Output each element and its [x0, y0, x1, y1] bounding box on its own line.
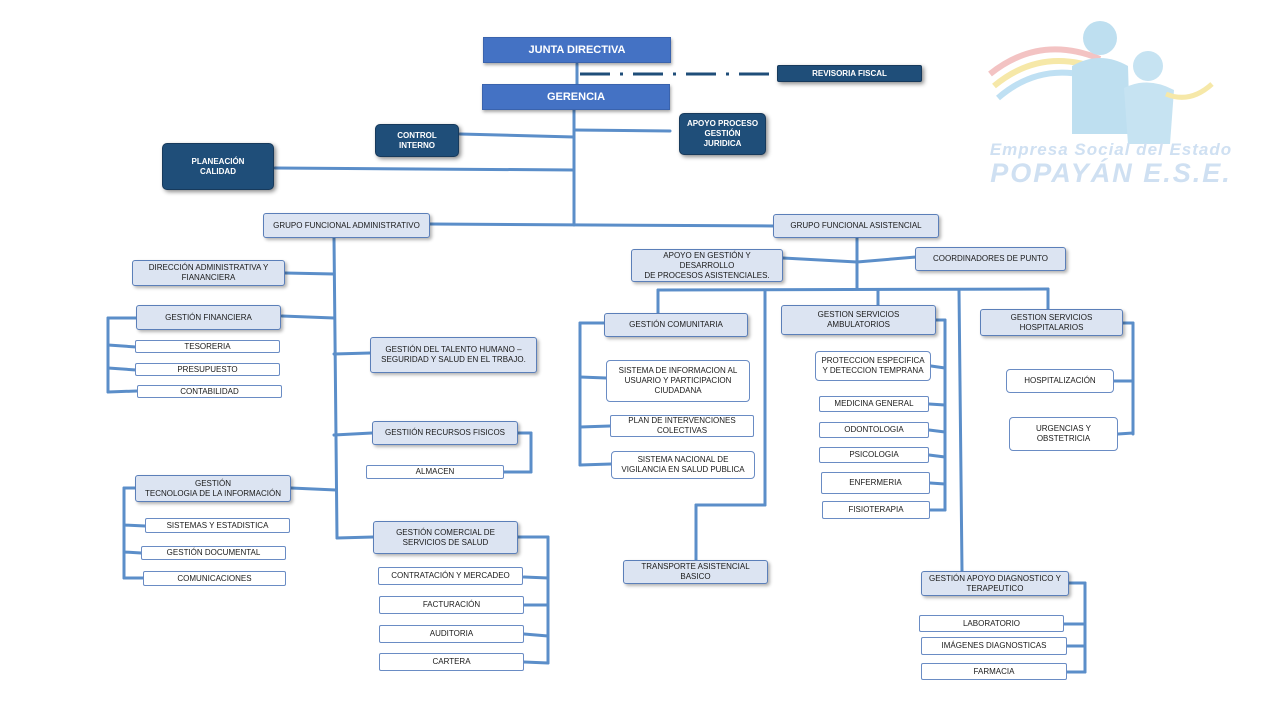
- almacen-box[interactable]: ALMACEN: [366, 465, 504, 479]
- proteccion-especifica-box[interactable]: PROTECCION ESPECIFICA Y DETECCION TEMPRA…: [815, 351, 931, 381]
- presupuesto-box[interactable]: PRESUPUESTO: [135, 363, 280, 376]
- apoyo-diagnostico-box[interactable]: GESTIÓN APOYO DIAGNOSTICO Y TERAPEUTICO: [921, 571, 1069, 596]
- planeacion-calidad-box[interactable]: PLANEACIÓN CALIDAD: [162, 143, 274, 190]
- gestion-documental-box[interactable]: GESTIÓN DOCUMENTAL: [141, 546, 286, 560]
- logo-family-icon: [988, 21, 1214, 144]
- odontologia-box[interactable]: ODONTOLOGIA: [819, 422, 929, 438]
- gerencia-box[interactable]: GERENCIA: [482, 84, 670, 110]
- gestion-financiera-box[interactable]: GESTIÓN FINANCIERA: [136, 305, 281, 330]
- revisoria-fiscal-box[interactable]: REVISORIA FISCAL: [777, 65, 922, 82]
- fisioterapia-box[interactable]: FISIOTERAPIA: [822, 501, 930, 519]
- urgencias-obstetricia-box[interactable]: URGENCIAS Y OBSTETRICIA: [1009, 417, 1118, 451]
- medicina-general-box[interactable]: MEDICINA GENERAL: [819, 396, 929, 412]
- recursos-fisicos-box[interactable]: GESTIIÓN RECURSOS FISICOS: [372, 421, 518, 445]
- imagenes-diagnosticas-box[interactable]: IMÁGENES DIAGNOSTICAS: [921, 637, 1067, 655]
- facturacion-box[interactable]: FACTURACIÓN: [379, 596, 524, 614]
- coordinadores-punto-box[interactable]: COORDINADORES DE PUNTO: [915, 247, 1066, 271]
- gestion-comercial-box[interactable]: GESTIÓN COMERCIAL DE SERVICIOS DE SALUD: [373, 521, 518, 554]
- apoyo-asistencial-box[interactable]: APOYO EN GESTIÓN Y DESARROLLO DE PROCESO…: [631, 249, 783, 282]
- plan-intervenciones-box[interactable]: PLAN DE INTERVENCIONES COLECTIVAS: [610, 415, 754, 437]
- auditoria-box[interactable]: AUDITORIA: [379, 625, 524, 643]
- sistemas-estadistica-box[interactable]: SISTEMAS Y ESTADISTICA: [145, 518, 290, 533]
- apoyo-juridico-box[interactable]: APOYO PROCESO GESTIÓN JURIDICA: [679, 113, 766, 155]
- talento-humano-box[interactable]: GESTIÓN DEL TALENTO HUMANO – SEGURIDAD Y…: [370, 337, 537, 373]
- direccion-administrativa-box[interactable]: DIRECCIÓN ADMINISTRATIVA Y FIANANCIERA: [132, 260, 285, 286]
- control-interno-box[interactable]: CONTROL INTERNO: [375, 124, 459, 157]
- logo-text-line2: POPAYÁN E.S.E.: [990, 158, 1232, 188]
- transporte-asistencial-box[interactable]: TRANSPORTE ASISTENCIAL BASICO: [623, 560, 768, 584]
- farmacia-box[interactable]: FARMACIA: [921, 663, 1067, 680]
- servicios-hospitalarios-box[interactable]: GESTION SERVICIOS HOSPITALARIOS: [980, 309, 1123, 336]
- laboratorio-box[interactable]: LABORATORIO: [919, 615, 1064, 632]
- tesoreria-box[interactable]: TESORERIA: [135, 340, 280, 353]
- siau-box[interactable]: SISTEMA DE INFORMACION AL USUARIO Y PART…: [606, 360, 750, 402]
- tecnologia-informacion-box[interactable]: GESTIÓN TECNOLOGIA DE LA INFORMACIÓN: [135, 475, 291, 502]
- hospitalizacion-box[interactable]: HOSPITALIZACIÓN: [1006, 369, 1114, 393]
- comunicaciones-box[interactable]: COMUNICACIONES: [143, 571, 286, 586]
- cartera-box[interactable]: CARTERA: [379, 653, 524, 671]
- servicios-ambulatorios-box[interactable]: GESTION SERVICIOS AMBULATORIOS: [781, 305, 936, 335]
- logo-text-line1: Empresa Social del Estado: [989, 140, 1233, 159]
- psicologia-box[interactable]: PSICOLOGIA: [819, 447, 929, 463]
- contratacion-box[interactable]: CONTRATACIÓN Y MERCADEO: [378, 567, 523, 585]
- junta-directiva-box[interactable]: JUNTA DIRECTIVA: [483, 37, 671, 63]
- grupo-administrativo-box[interactable]: GRUPO FUNCIONAL ADMINISTRATIVO: [263, 213, 430, 238]
- sivigila-box[interactable]: SISTEMA NACIONAL DE VIGILANCIA EN SALUD …: [611, 451, 755, 479]
- enfermeria-box[interactable]: ENFERMERIA: [821, 472, 930, 494]
- contabilidad-box[interactable]: CONTABILIDAD: [137, 385, 282, 398]
- gestion-comunitaria-box[interactable]: GESTIÓN COMUNITARIA: [604, 313, 748, 337]
- grupo-asistencial-box[interactable]: GRUPO FUNCIONAL ASISTENCIAL: [773, 214, 939, 238]
